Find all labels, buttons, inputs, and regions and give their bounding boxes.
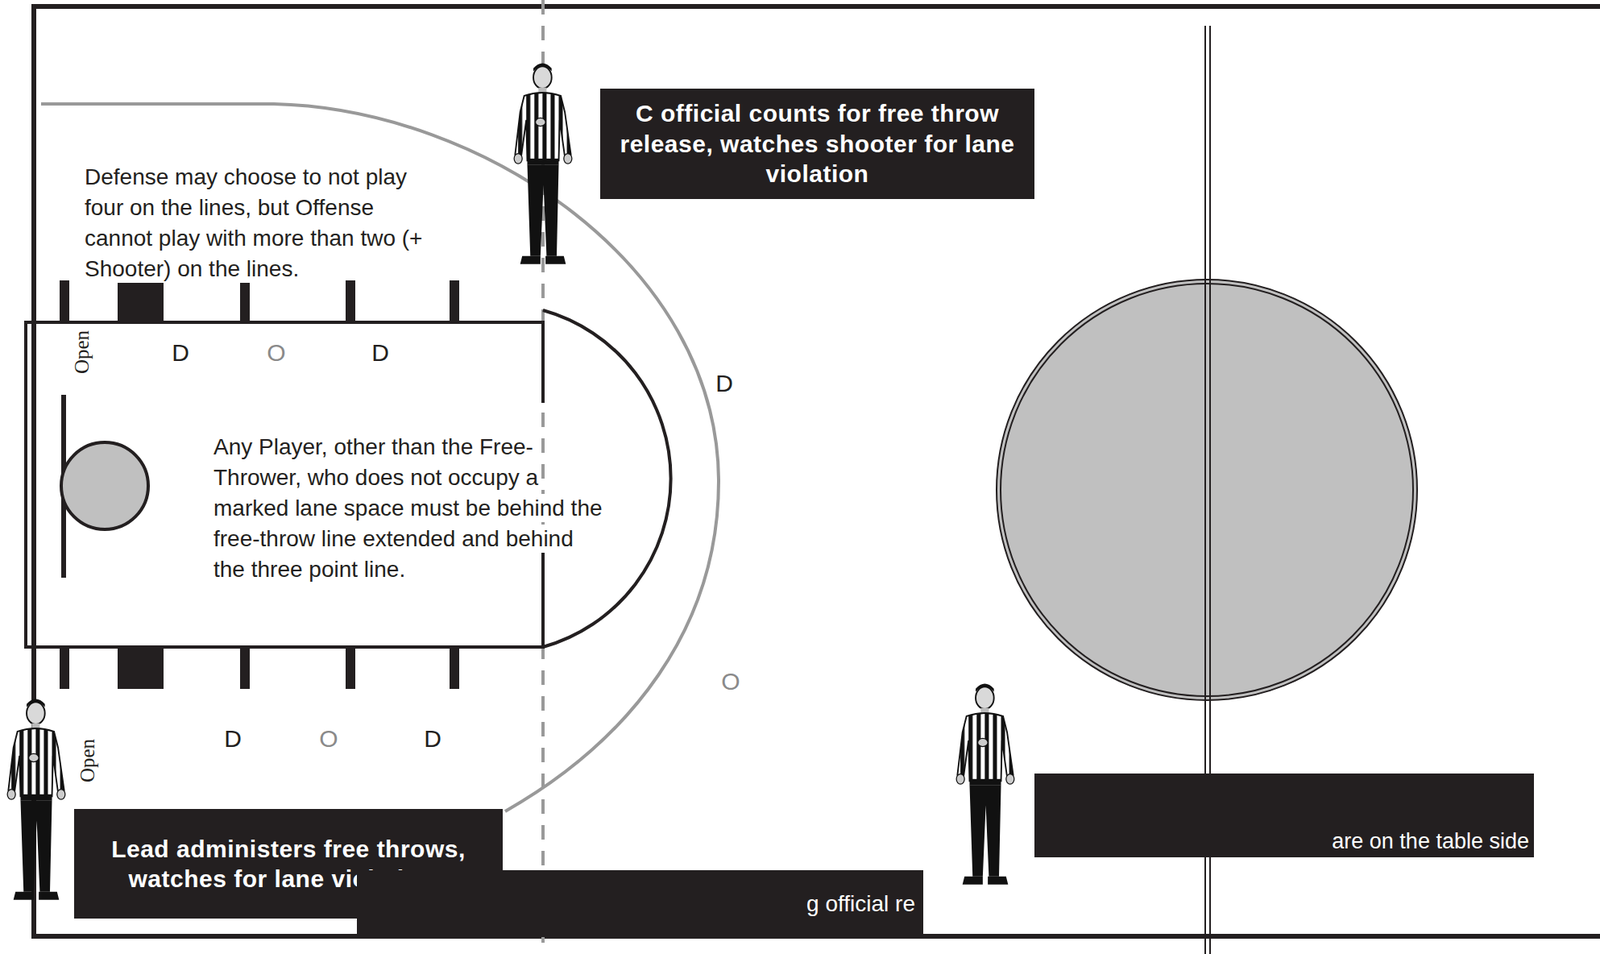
player-mark: O <box>266 340 286 365</box>
player-mark: O <box>319 726 338 751</box>
callout-text: C official counts for free throw release… <box>611 98 1024 190</box>
open-space-label: Open <box>77 738 98 783</box>
rule-note-text: Any Player, other than the Free-Thrower,… <box>211 432 605 584</box>
rule-note: Defense may choose to not play four on t… <box>82 161 430 285</box>
player-mark: O <box>721 669 740 694</box>
callout-box: are on the table side <box>1034 773 1534 858</box>
player-mark: D <box>371 340 390 365</box>
callout-text: are on the table side <box>1039 828 1530 856</box>
callout-text: g official re <box>364 889 916 918</box>
callout-box: g official re <box>356 870 924 937</box>
rule-note: Any Player, other than the Free-Thrower,… <box>211 431 607 585</box>
player-mark: D <box>715 371 734 396</box>
open-space-label: Open <box>71 330 92 374</box>
callout-box: C official counts for free throw release… <box>600 88 1035 199</box>
player-mark: D <box>223 726 242 751</box>
player-mark: D <box>423 726 442 751</box>
rule-note-text: Defense may choose to not play four on t… <box>82 162 424 283</box>
player-mark: D <box>171 340 190 365</box>
